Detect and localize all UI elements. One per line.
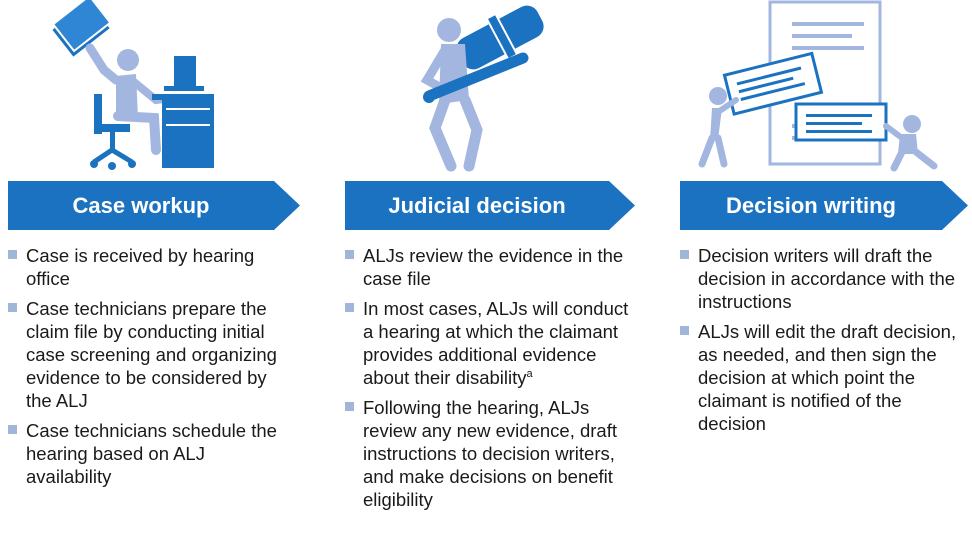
footnote-marker: a bbox=[526, 367, 533, 380]
list-item: Case is received by hearing office bbox=[8, 244, 290, 290]
people-assembling-document-icon bbox=[688, 0, 950, 180]
list-item: ALJs review the evidence in the case fil… bbox=[345, 244, 631, 290]
office-worker-desk-icon bbox=[46, 0, 226, 180]
bullet-marker bbox=[680, 250, 689, 259]
bullet-marker bbox=[8, 303, 17, 312]
bullet-list: Decision writers will draft the decision… bbox=[680, 244, 962, 442]
stage-title: Case workup bbox=[72, 192, 210, 218]
person-with-gavel-icon bbox=[405, 0, 575, 180]
stage-decision-writing: Decision writing Decision writers will d… bbox=[680, 0, 970, 549]
stage-banner: Decision writing bbox=[680, 181, 968, 230]
bullet-list: ALJs review the evidence in the case fil… bbox=[345, 244, 631, 518]
bullet-marker bbox=[345, 250, 354, 259]
list-item: Case technicians prepare the claim file … bbox=[8, 297, 290, 412]
stage-case-workup: Case workup Case is received by hearing … bbox=[8, 0, 300, 549]
bullet-list: Case is received by hearing office Case … bbox=[8, 244, 290, 495]
bullet-marker bbox=[680, 326, 689, 335]
list-item: ALJs will edit the draft decision, as ne… bbox=[680, 320, 962, 435]
bullet-marker bbox=[8, 425, 17, 434]
stage-title: Judicial decision bbox=[388, 192, 566, 218]
bullet-marker bbox=[345, 402, 354, 411]
stage-title: Decision writing bbox=[726, 192, 896, 218]
bullet-marker bbox=[345, 303, 354, 312]
list-item: Following the hearing, ALJs review any n… bbox=[345, 396, 631, 511]
list-item: Case technicians schedule the hearing ba… bbox=[8, 419, 290, 488]
bullet-marker bbox=[8, 250, 17, 259]
stage-banner: Case workup bbox=[8, 181, 300, 230]
list-item: Decision writers will draft the decision… bbox=[680, 244, 962, 313]
stage-judicial-decision: Judicial decision ALJs review the eviden… bbox=[345, 0, 635, 549]
list-item: In most cases, ALJs will conduct a heari… bbox=[345, 297, 631, 389]
stage-banner: Judicial decision bbox=[345, 181, 635, 230]
